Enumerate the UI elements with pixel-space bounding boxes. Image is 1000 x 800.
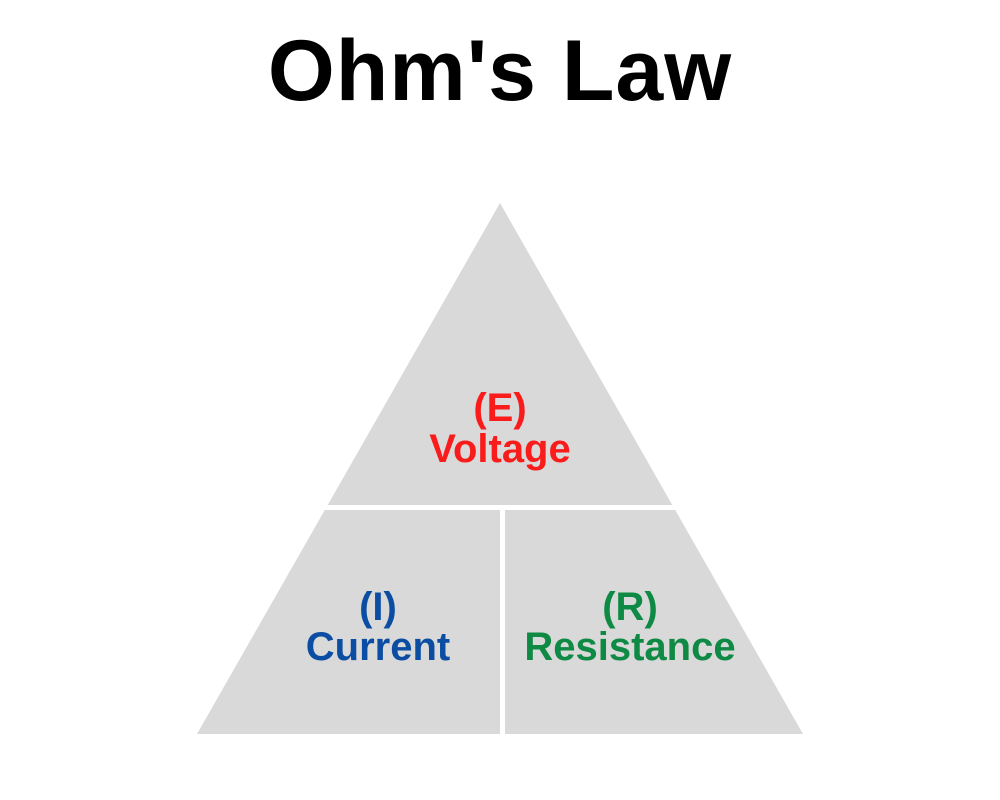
resistance-label: Resistance <box>524 625 735 669</box>
resistance-symbol: (R) <box>602 585 658 629</box>
page-title: Ohm's Law <box>267 23 733 119</box>
current-label: Current <box>306 625 450 669</box>
voltage-symbol: (E) <box>473 386 526 430</box>
resistance-section <box>505 510 803 734</box>
voltage-section <box>327 203 673 505</box>
current-section <box>197 510 500 734</box>
current-symbol: (I) <box>359 585 397 629</box>
voltage-label: Voltage <box>429 427 571 471</box>
